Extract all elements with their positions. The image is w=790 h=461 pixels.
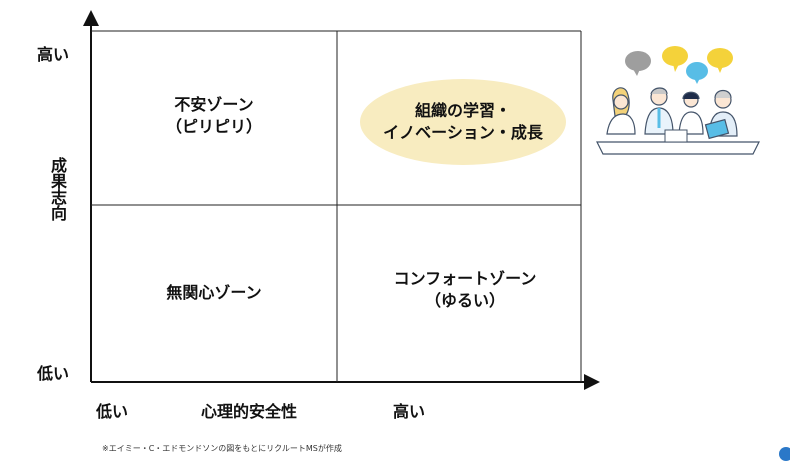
x-axis-high-label: 高い <box>393 402 426 421</box>
corner-blue-dot <box>779 447 790 461</box>
highlight-ellipse <box>360 79 566 165</box>
quadrant-anxiety-zone: 不安ゾーン （ピリピリ） <box>165 95 262 136</box>
people-icon <box>606 87 738 140</box>
x-axis-title: 心理的安全性 <box>201 402 298 421</box>
y-axis-title: 成果志向 <box>48 157 67 221</box>
quadrant-comfort-zone: コンフォートゾーン （ゆるい） <box>393 269 537 310</box>
speech-bubbles-icon <box>625 46 733 84</box>
quadrant-learning-zone: 組織の学習・ イノベーション・成長 <box>383 101 543 142</box>
table-icon <box>596 141 760 155</box>
y-axis-low-label: 低い <box>37 364 70 383</box>
quadrant-apathy-zone: 無関心ゾーン <box>166 283 262 302</box>
x-axis-low-label: 低い <box>96 402 129 421</box>
source-footnote: ※エイミー・C・エドモンドソンの図をもとにリクルートMSが作成 <box>102 444 342 453</box>
team-meeting-illustration <box>596 46 760 155</box>
y-axis-high-label: 高い <box>37 45 70 64</box>
